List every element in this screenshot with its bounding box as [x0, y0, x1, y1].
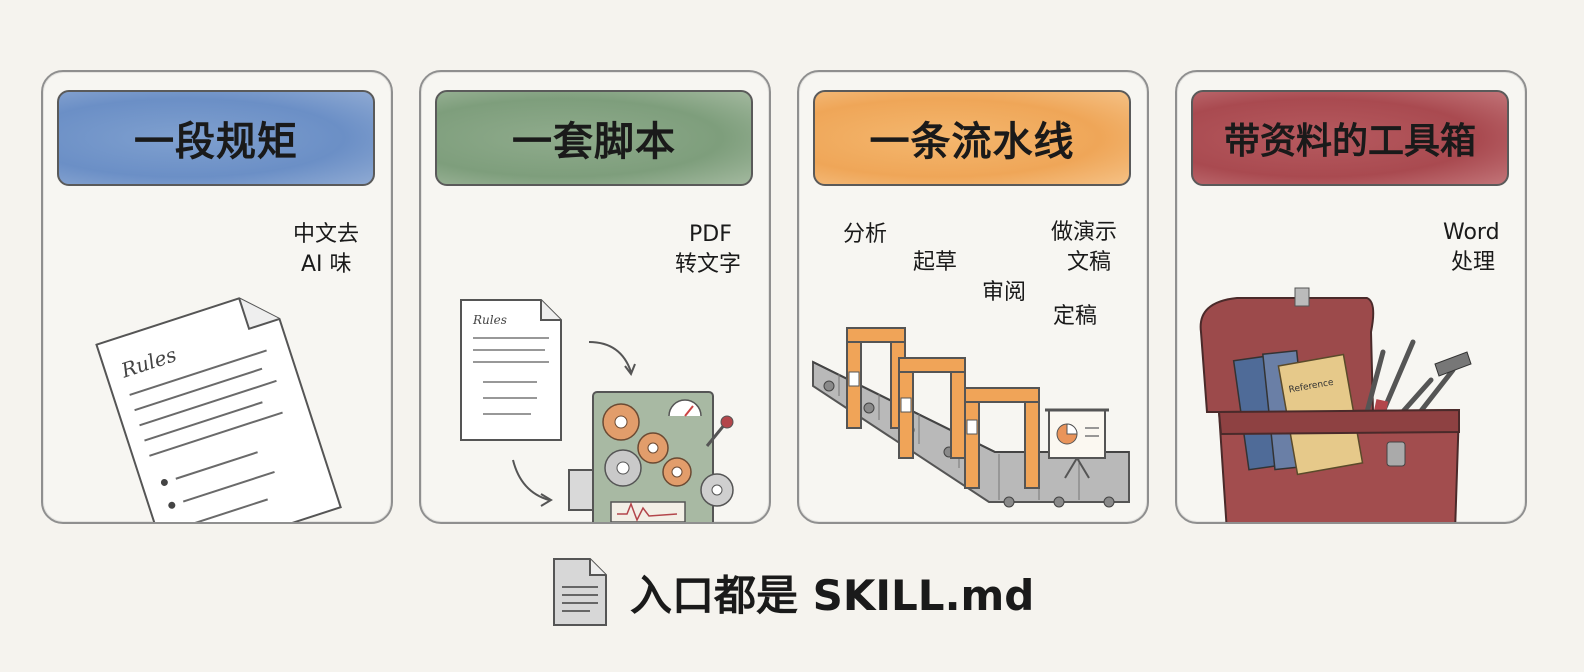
stage-label-review: 审阅: [982, 280, 1027, 305]
panel-title-banner: 一套脚本: [435, 90, 753, 186]
rules-document-illustration: Rules: [95, 297, 342, 522]
stage-label-present-1: 做演示: [1051, 220, 1118, 245]
panel-toolbox: 带资料的工具箱 Word 处理 Reference: [1175, 70, 1527, 524]
panel-title: 带资料的工具箱: [1223, 121, 1476, 162]
panel-title: 一套脚本: [512, 119, 676, 165]
document-icon: [553, 558, 607, 626]
script-machine-illustration: Rules: [460, 299, 734, 522]
caption-line-1: 中文去: [293, 222, 360, 247]
panel-title-banner: 一段规矩: [57, 90, 375, 186]
pipeline-conveyor-illustration: [812, 327, 1130, 508]
panel-title-banner: 一条流水线: [813, 90, 1131, 186]
caption-line-1: Word: [1443, 220, 1500, 245]
caption-line-2: 转文字: [675, 252, 742, 277]
panel-title: 一段规矩: [134, 119, 298, 165]
panel-pipeline: 一条流水线 分析 起草 审阅 做演示 文稿 定稿: [797, 70, 1149, 524]
caption-line-1: PDF: [689, 222, 732, 247]
stage-label-final: 定稿: [1053, 304, 1098, 329]
footer-text: 入口都是 SKILL.md: [630, 570, 1035, 620]
caption-line-2: 处理: [1451, 250, 1496, 275]
panel-title: 一条流水线: [869, 119, 1075, 165]
document-heading: Rules: [472, 313, 507, 327]
stage-label-analyze: 分析: [843, 222, 888, 247]
panel-rules: 一段规矩 中文去 AI 味 Rules: [41, 70, 393, 524]
panel-scripts: 一套脚本 PDF 转文字 Rules: [419, 70, 771, 524]
caption-line-2: AI 味: [301, 252, 352, 277]
stage-label-draft: 起草: [913, 250, 958, 275]
toolbox-chest-illustration: Reference: [1199, 287, 1472, 522]
footer: 入口都是 SKILL.md: [548, 552, 1034, 632]
stage-label-present-2: 文稿: [1067, 250, 1112, 275]
panel-title-banner: 带资料的工具箱: [1191, 90, 1509, 186]
